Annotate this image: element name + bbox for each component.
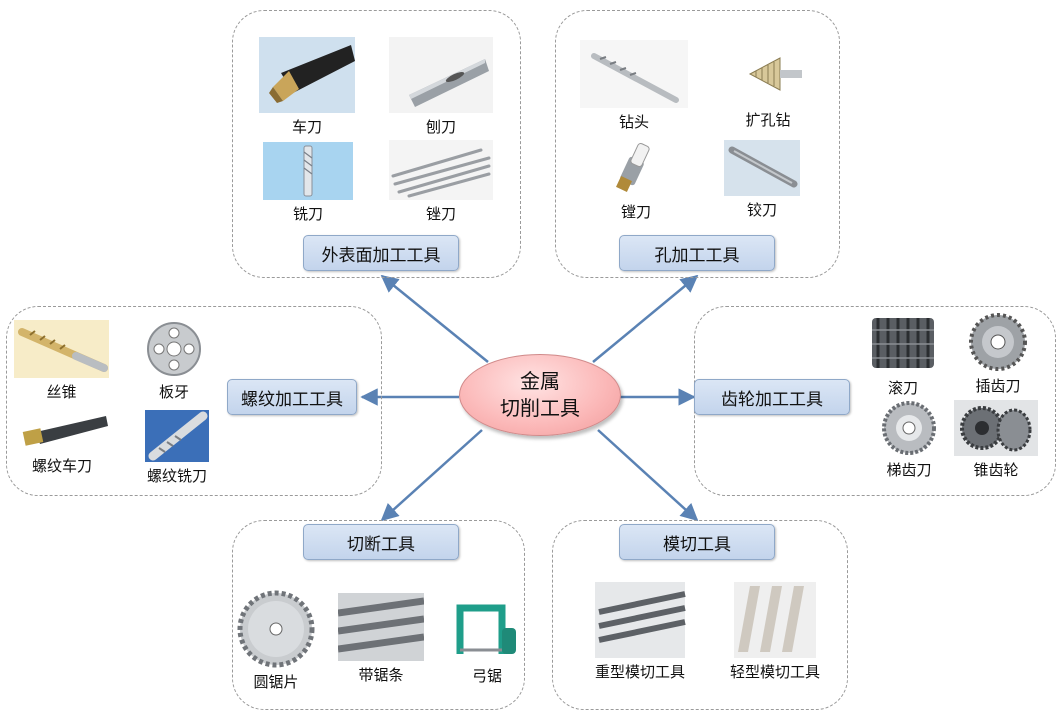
drill-bit-image	[580, 40, 688, 108]
tool-label: 铣刀	[292, 205, 323, 223]
tool-label: 扩孔钻	[745, 111, 791, 129]
step-drill-image	[730, 44, 806, 106]
tool-label: 锥齿轮	[973, 461, 1019, 479]
tool-milling: 铣刀	[263, 142, 353, 224]
thread-turning-tool-image	[14, 412, 110, 452]
tool-label: 插齿刀	[975, 377, 1021, 395]
group-hole	[555, 10, 840, 278]
circular-saw-blade-image	[236, 590, 316, 668]
threading-die-image	[142, 320, 206, 378]
tool-gear-shaper: 插齿刀	[968, 312, 1028, 396]
tool-ladder-cutter: 梯齿刀	[876, 400, 942, 480]
gear-shaper-cutter-image	[968, 312, 1028, 372]
group-outer-surface	[232, 10, 521, 278]
tool-circular-saw: 圆锯片	[236, 590, 316, 692]
tool-label: 刨刀	[425, 118, 456, 136]
group-die	[552, 520, 848, 710]
tool-planer: 刨刀	[389, 37, 493, 137]
category-cutoff[interactable]: 切断工具	[303, 524, 459, 560]
tool-hob: 滚刀	[868, 312, 938, 398]
heavy-die-cutting-tool-image	[585, 582, 695, 658]
tool-label: 车刀	[291, 118, 322, 136]
tool-drill: 钻头	[580, 40, 688, 132]
tool-turning: 车刀	[259, 37, 355, 137]
thread-mill-image	[145, 410, 209, 462]
tap-image	[14, 320, 109, 378]
hob-image	[868, 312, 938, 374]
tool-bevel-gear: 锥齿轮	[954, 400, 1038, 480]
tool-label: 铰刀	[746, 201, 777, 219]
tool-reamer: 铰刀	[724, 140, 800, 220]
group-thread	[6, 306, 382, 496]
arrow-to-outer-surface	[380, 274, 489, 363]
tool-label: 滚刀	[887, 379, 918, 397]
center-title-line2: 切削工具	[500, 396, 580, 420]
bevel-gear-image	[954, 400, 1038, 456]
tool-hacksaw: 弓锯	[452, 594, 522, 686]
center-node[interactable]: 金属 切削工具	[459, 354, 621, 436]
category-die[interactable]: 模切工具	[619, 524, 775, 560]
tool-label: 轻型模切工具	[729, 663, 820, 681]
category-outer-surface[interactable]: 外表面加工工具	[303, 235, 459, 271]
file-tool-image	[389, 140, 493, 200]
tool-label: 镗刀	[620, 203, 651, 221]
tool-reamer-bit: 扩孔钻	[730, 44, 806, 130]
light-die-cutting-tool-image	[720, 582, 830, 658]
band-saw-blade-image	[338, 593, 424, 661]
tool-heavy-die: 重型模切工具	[585, 582, 695, 682]
tool-boring: 镗刀	[596, 140, 676, 222]
arrow-to-die	[597, 429, 699, 522]
tool-label: 弓锯	[471, 667, 502, 685]
arrow-to-cutoff	[380, 429, 483, 522]
arrow-to-hole	[592, 274, 699, 363]
milling-cutter-image	[263, 142, 353, 200]
tool-label: 圆锯片	[253, 673, 299, 691]
planer-tool-image	[389, 37, 493, 113]
group-cutoff	[232, 520, 525, 710]
tool-label: 锉刀	[425, 205, 456, 223]
tool-label: 带锯条	[358, 666, 404, 684]
tool-file: 锉刀	[389, 140, 493, 224]
tool-light-die: 轻型模切工具	[720, 582, 830, 682]
tool-tap: 丝锥	[14, 320, 109, 402]
center-title-line1: 金属	[520, 369, 560, 393]
tool-label: 重型模切工具	[594, 663, 685, 681]
tool-thread-milling: 螺纹铣刀	[145, 410, 209, 486]
tool-label: 螺纹车刀	[31, 457, 92, 475]
category-hole[interactable]: 孔加工工具	[619, 235, 775, 271]
tool-label: 梯齿刀	[886, 461, 932, 479]
turning-tool-image	[259, 37, 355, 113]
category-gear[interactable]: 齿轮加工工具	[694, 379, 850, 415]
boring-tool-image	[596, 140, 676, 198]
tool-thread-turning: 螺纹车刀	[14, 412, 110, 476]
tool-label: 丝锥	[46, 383, 77, 401]
category-thread[interactable]: 螺纹加工工具	[227, 379, 357, 415]
tool-label: 板牙	[158, 383, 189, 401]
gear-cutter-image	[876, 400, 942, 456]
reamer-image	[724, 140, 800, 196]
tool-band-saw: 带锯条	[338, 593, 424, 685]
hacksaw-image	[452, 594, 522, 662]
tool-die: 板牙	[142, 320, 206, 402]
tool-label: 螺纹铣刀	[146, 467, 207, 485]
tool-label: 钻头	[618, 113, 649, 131]
